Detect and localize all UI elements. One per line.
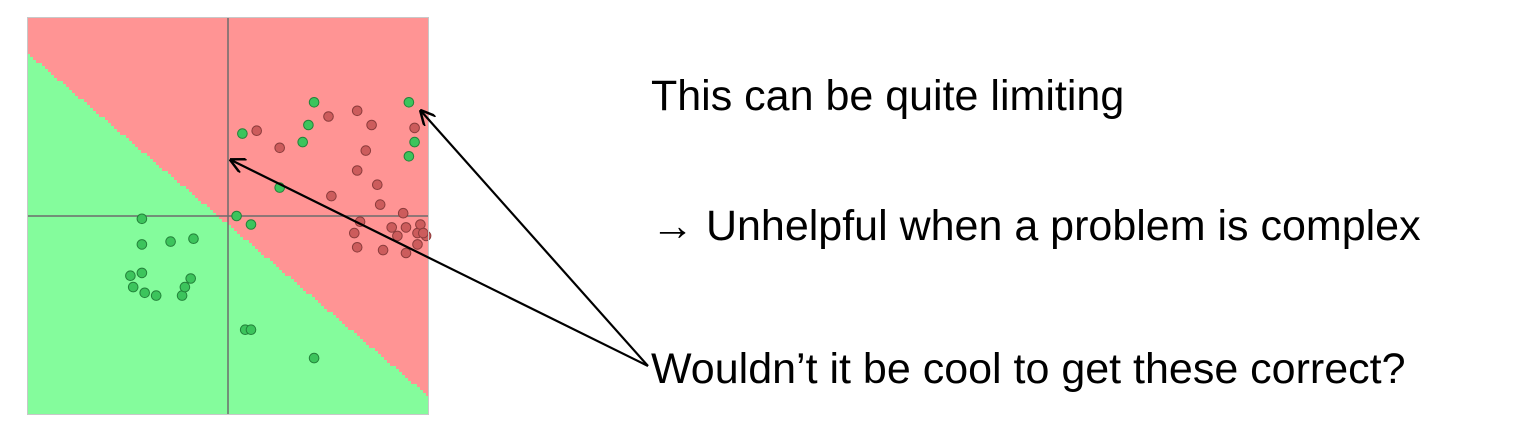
red-data-point bbox=[351, 165, 363, 176]
red-data-point bbox=[349, 227, 360, 239]
statement-limiting: This can be quite limiting bbox=[651, 72, 1125, 120]
statement-unhelpful: → Unhelpful when a problem is complex bbox=[651, 202, 1421, 250]
green-data-point bbox=[308, 352, 320, 364]
green-data-point bbox=[245, 219, 257, 230]
red-data-point bbox=[386, 222, 398, 233]
red-data-point bbox=[351, 105, 363, 117]
green-data-point bbox=[136, 239, 148, 250]
green-data-point bbox=[127, 281, 139, 293]
red-data-point bbox=[418, 227, 429, 239]
green-data-point bbox=[403, 151, 415, 162]
green-data-point bbox=[136, 213, 148, 225]
red-data-point bbox=[372, 179, 383, 190]
red-data-point bbox=[400, 247, 412, 259]
green-data-point bbox=[409, 136, 420, 148]
green-data-point bbox=[297, 136, 309, 148]
red-data-point bbox=[400, 222, 412, 233]
green-data-point bbox=[403, 97, 415, 108]
red-data-point bbox=[326, 190, 337, 202]
green-data-point bbox=[188, 233, 199, 244]
green-data-point bbox=[150, 290, 162, 301]
red-data-point bbox=[374, 199, 386, 210]
red-data-point bbox=[354, 216, 366, 227]
green-data-point bbox=[165, 236, 176, 247]
green-data-point bbox=[308, 97, 320, 108]
red-data-point bbox=[251, 125, 263, 136]
green-data-point bbox=[237, 128, 248, 139]
red-data-point bbox=[366, 119, 377, 131]
green-data-point bbox=[245, 324, 257, 336]
green-data-point bbox=[139, 287, 150, 299]
red-data-point bbox=[412, 239, 423, 250]
red-data-point bbox=[397, 207, 409, 219]
red-data-point bbox=[351, 242, 363, 253]
question-get-correct: Wouldn’t it be cool to get these correct… bbox=[651, 345, 1406, 393]
green-data-point bbox=[185, 273, 196, 284]
green-data-point bbox=[274, 182, 286, 193]
green-data-point bbox=[125, 270, 136, 282]
red-data-point bbox=[274, 142, 286, 154]
red-data-point bbox=[392, 230, 403, 242]
red-data-point bbox=[360, 145, 372, 156]
green-data-point bbox=[136, 267, 148, 279]
red-data-point bbox=[323, 111, 334, 122]
red-data-point bbox=[377, 244, 389, 256]
red-data-point bbox=[409, 122, 420, 134]
green-data-point bbox=[303, 119, 314, 131]
green-data-point bbox=[231, 210, 242, 222]
green-data-point bbox=[179, 281, 191, 293]
